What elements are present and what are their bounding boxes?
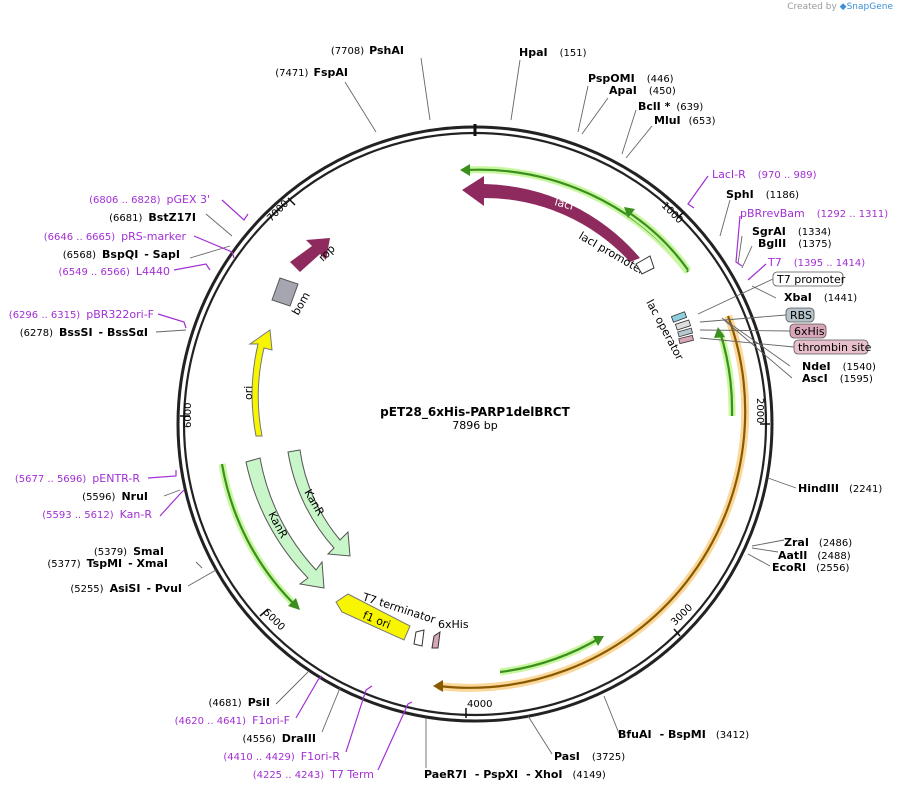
- site-fspai[interactable]: (7471)FspAI: [275, 66, 348, 79]
- tick-label-1000: 1000: [659, 200, 685, 226]
- site-apai[interactable]: ApaI(450): [609, 84, 676, 97]
- laci-feature[interactable]: [462, 176, 640, 262]
- primer-t7-term[interactable]: (4225 .. 4243)T7 Term: [253, 768, 374, 781]
- site-smai[interactable]: (5379)SmaI: [94, 545, 164, 558]
- boxed-feature-labels: T7 promoter RBS 6xHis thrombin site: [772, 271, 872, 355]
- site-asci[interactable]: AscI(1595): [802, 372, 873, 385]
- site-tspmi[interactable]: (5377)TspMI- XmaI: [47, 557, 168, 570]
- thrombin-site-label: thrombin site: [798, 341, 872, 354]
- boxed-label-leaders: [697, 278, 795, 348]
- site-bcli[interactable]: BclI *(639): [638, 100, 703, 113]
- tick-label-6000: 6000: [183, 403, 194, 428]
- bp-ticks: [180, 197, 770, 718]
- primer-leader-lines: [147, 175, 767, 771]
- rbs-label: RBS: [790, 309, 812, 322]
- site-psii[interactable]: (4681)PsiI: [208, 696, 270, 709]
- t7-promoter-label: T7 promoter: [776, 273, 846, 286]
- site-asisi[interactable]: (5255)AsiSI- PvuI: [70, 582, 182, 595]
- t7-terminator-feature[interactable]: [413, 629, 425, 647]
- primer-pbr322ori-f[interactable]: (6296 .. 6315)pBR322ori-F: [9, 308, 154, 321]
- tick-label-5000: 5000: [261, 607, 287, 633]
- tick-label-4000: 4000: [467, 699, 492, 710]
- site-hindiii[interactable]: HindIII(2241): [798, 482, 882, 495]
- site-ndei[interactable]: NdeI(1540): [802, 360, 876, 373]
- credit-brand[interactable]: SnapGene: [846, 2, 893, 12]
- credit-prefix: Created by: [787, 2, 837, 12]
- brand-icon: ◆: [839, 2, 847, 12]
- site-xbai[interactable]: XbaI(1441): [784, 291, 857, 304]
- primer-f1ori-f[interactable]: (4620 .. 4641)F1ori-F: [175, 714, 290, 727]
- site-sgrai[interactable]: SgrAI(1334): [752, 225, 831, 238]
- orf-arc-orange: [433, 314, 750, 692]
- primer-pgex3[interactable]: (6806 .. 6828)pGEX 3': [89, 193, 210, 206]
- site-bfuai[interactable]: BfuAI- BspMI(3412): [618, 728, 749, 741]
- primer-l4440[interactable]: (6549 .. 6566)L4440: [58, 265, 170, 278]
- tick-label-2000: 2000: [754, 398, 765, 423]
- site-bglii[interactable]: BglII(1375): [758, 237, 832, 250]
- site-nrui[interactable]: (5596)NruI: [82, 490, 148, 503]
- primer-pentr-r[interactable]: (5677 .. 5696)pENTR-R: [15, 472, 140, 485]
- site-ecori[interactable]: EcoRI(2556): [772, 561, 850, 574]
- his-tag-inner-feature[interactable]: [431, 630, 441, 649]
- primer-f1ori-r[interactable]: (4410 .. 4429)F1ori-R: [223, 750, 340, 763]
- his-tag-label: 6xHis: [794, 325, 825, 338]
- f1-ori-feature[interactable]: [335, 593, 411, 641]
- credit-line: Created by ◆SnapGene: [787, 2, 893, 12]
- plasmid-name: pET28_6xHis-PARP1delBRCT: [380, 405, 570, 420]
- bom-feature[interactable]: [271, 277, 299, 307]
- site-pspomi[interactable]: PspOMI(446): [588, 72, 674, 85]
- kanr-feature-outer[interactable]: [245, 457, 325, 589]
- ori-label: ori: [242, 386, 255, 400]
- cloning-site-features: [670, 311, 695, 345]
- site-paer7i[interactable]: PaeR7I- PspXI- XhoI(4149): [424, 768, 606, 781]
- site-sphi[interactable]: SphI(1186): [726, 188, 799, 201]
- primer-kan-r[interactable]: (5593 .. 5612)Kan-R: [42, 508, 152, 521]
- site-hpai[interactable]: HpaI(151): [519, 46, 587, 59]
- orf-arcs-green: [218, 164, 736, 676]
- primer-laci-r[interactable]: LacI-R(970 .. 989): [712, 168, 817, 181]
- primer-pbrrevbam[interactable]: pBRrevBam(1292 .. 1311): [740, 207, 888, 220]
- site-mlui[interactable]: MluI(653): [654, 114, 716, 127]
- site-aatii[interactable]: AatII(2488): [778, 549, 851, 562]
- primer-prs-marker[interactable]: (6646 .. 6665)pRS-marker: [44, 230, 187, 243]
- site-dra3[interactable]: (4556)DraIII: [242, 732, 316, 745]
- plasmid-length: 7896 bp: [452, 419, 497, 432]
- laci-promoter-feature[interactable]: [635, 255, 655, 275]
- site-zrai[interactable]: ZraI(2486): [784, 536, 852, 549]
- tick-label-3000: 3000: [669, 602, 695, 628]
- site-bsssi[interactable]: (6278)BssSI- BssSαI: [20, 326, 148, 339]
- site-pasi[interactable]: PasI(3725): [554, 750, 625, 763]
- ori-feature[interactable]: [248, 329, 273, 437]
- kanr-feature-inner[interactable]: [287, 449, 351, 557]
- primer-t7[interactable]: T7(1395 .. 1414): [767, 256, 865, 269]
- site-bspqi[interactable]: (6568)BspQI- SapI: [63, 248, 180, 261]
- rop-feature[interactable]: [290, 238, 330, 272]
- his-tag-inner-label: 6xHis: [438, 618, 469, 631]
- laci-label: lacI: [553, 195, 575, 212]
- lac-operator-label: lac operator: [643, 297, 686, 362]
- site-pshai[interactable]: (7708)PshAI: [331, 44, 404, 57]
- site-bstz17i[interactable]: (6681)BstZ17I: [109, 211, 196, 224]
